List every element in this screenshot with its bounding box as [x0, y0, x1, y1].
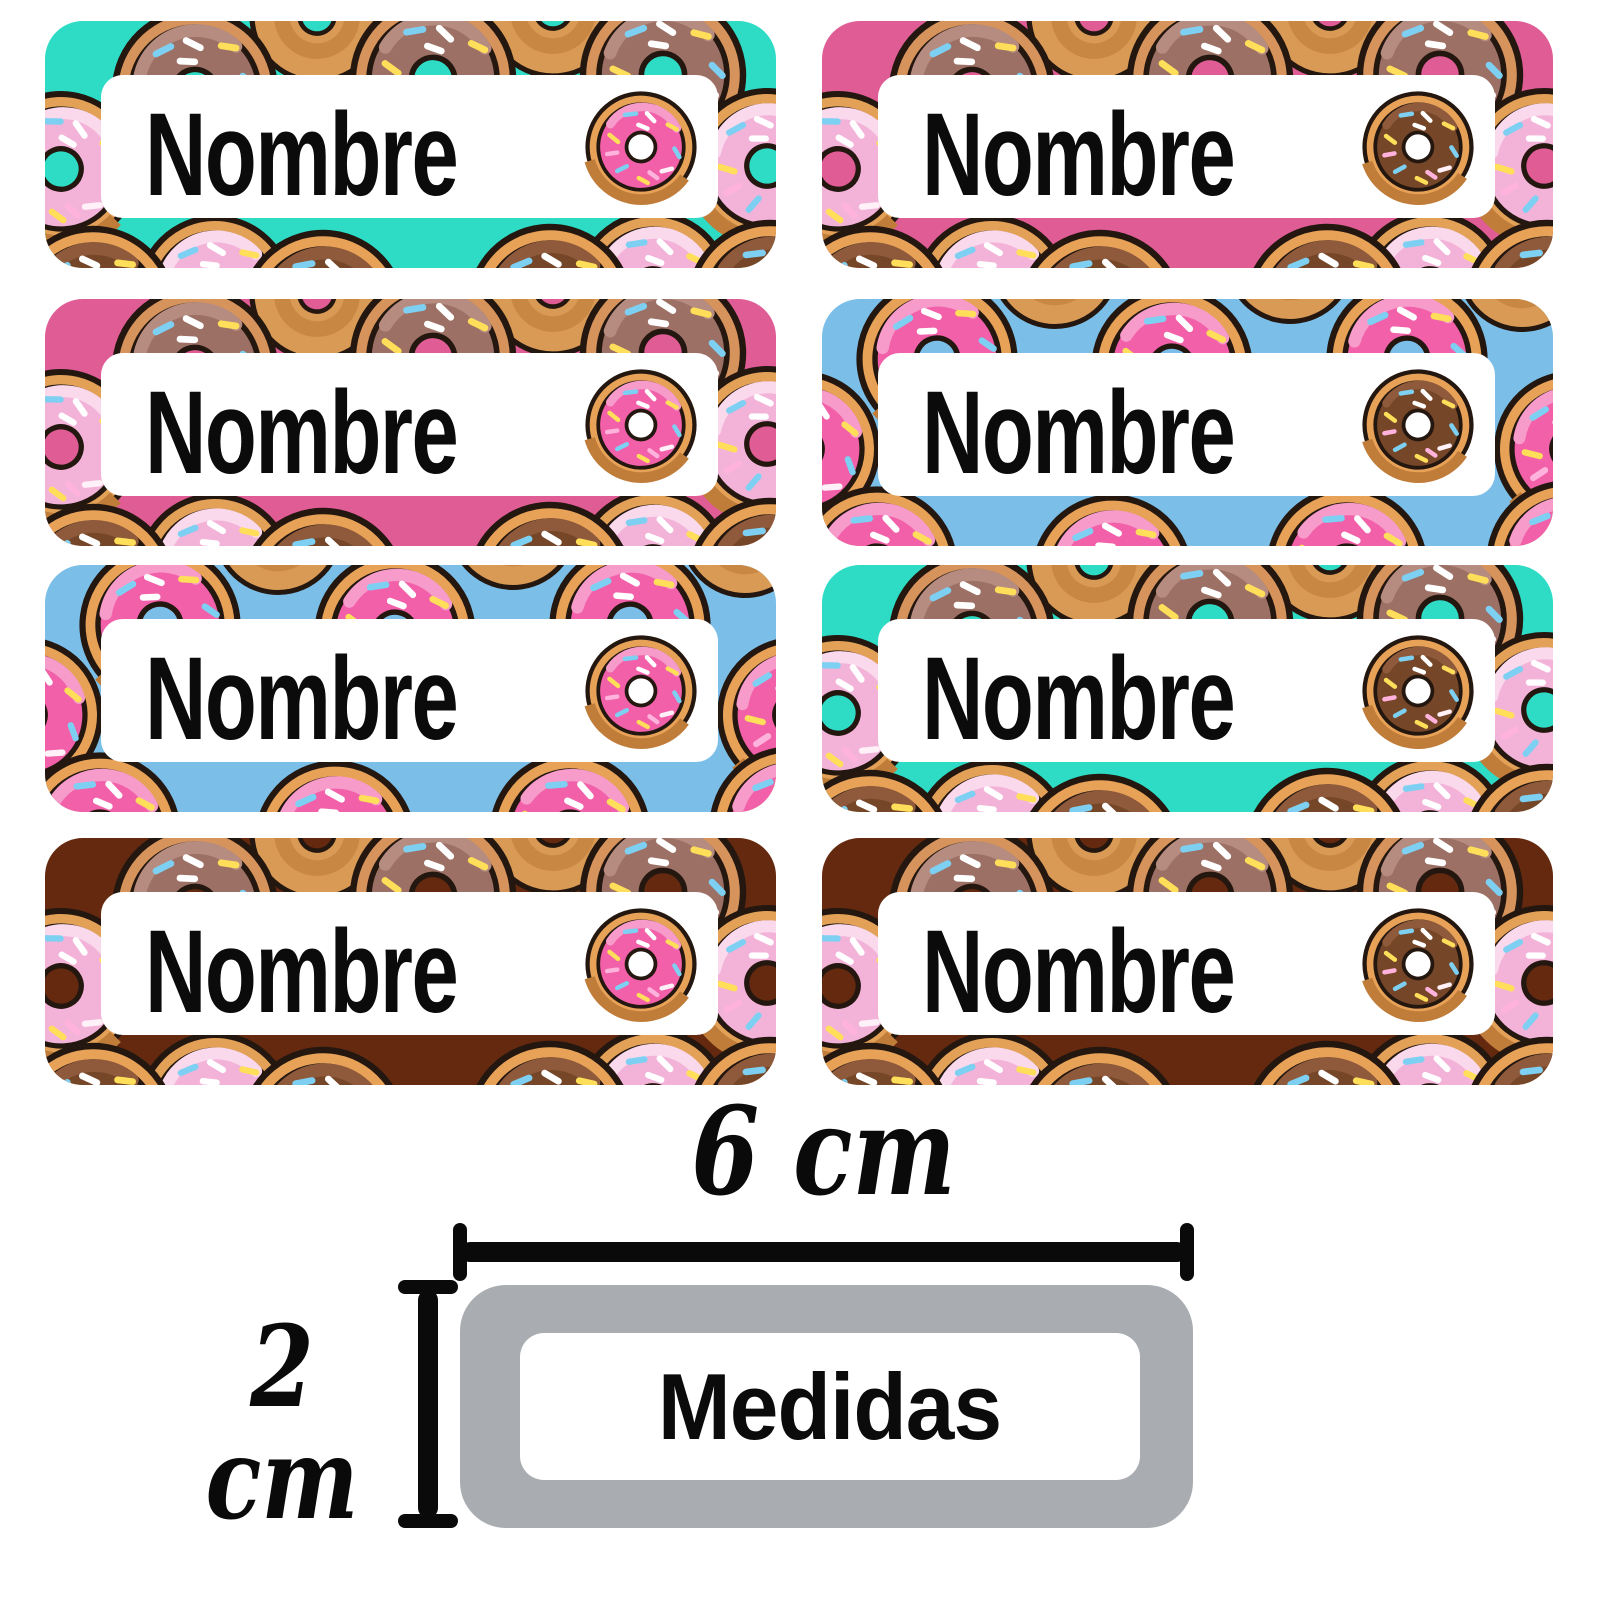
- label-size-inner-box: Medidas: [520, 1333, 1140, 1480]
- name-field: Nombre: [101, 353, 718, 496]
- medidas-text: Medidas: [658, 1353, 1002, 1459]
- width-measure-right-cap: [1180, 1223, 1194, 1281]
- height-measure-top-cap: [398, 1280, 458, 1294]
- name-label-brown-mixed: Nombre: [45, 838, 776, 1085]
- name-label-pink-mixed: Nombre: [45, 299, 776, 546]
- height-dimension-label: 2 cm: [205, 1302, 359, 1545]
- width-measure-line: [460, 1242, 1187, 1262]
- name-placeholder-text: Nombre: [922, 366, 1236, 499]
- name-label-blue-pink-donuts: Nombre: [45, 565, 776, 812]
- pink-frosted-donut-icon: [579, 363, 703, 487]
- chocolate-donut-icon: [1356, 902, 1480, 1026]
- chocolate-donut-icon: [1356, 85, 1480, 209]
- name-label-blue-pink-donuts: Nombre: [822, 299, 1553, 546]
- height-measure-bottom-cap: [398, 1514, 458, 1528]
- name-field: Nombre: [878, 353, 1495, 496]
- name-field: Nombre: [101, 619, 718, 762]
- pink-frosted-donut-icon: [579, 85, 703, 209]
- name-placeholder-text: Nombre: [922, 88, 1236, 221]
- pink-frosted-donut-icon: [579, 902, 703, 1026]
- name-label-brown-mixed: Nombre: [822, 838, 1553, 1085]
- name-placeholder-text: Nombre: [922, 905, 1236, 1038]
- name-placeholder-text: Nombre: [145, 632, 459, 765]
- name-field: Nombre: [878, 892, 1495, 1035]
- name-label-pink-mixed: Nombre: [822, 21, 1553, 268]
- name-placeholder-text: Nombre: [922, 632, 1236, 765]
- chocolate-donut-icon: [1356, 629, 1480, 753]
- name-label-teal-mixed: Nombre: [822, 565, 1553, 812]
- name-label-teal-mixed: Nombre: [45, 21, 776, 268]
- width-dimension-label: 6 cm: [691, 1079, 956, 1223]
- width-measure-left-cap: [453, 1223, 467, 1281]
- label-size-sample-box: Medidas: [460, 1285, 1193, 1528]
- name-field: Nombre: [878, 619, 1495, 762]
- name-placeholder-text: Nombre: [145, 366, 459, 499]
- name-placeholder-text: Nombre: [145, 88, 459, 221]
- chocolate-donut-icon: [1356, 363, 1480, 487]
- name-placeholder-text: Nombre: [145, 905, 459, 1038]
- name-field: Nombre: [878, 75, 1495, 218]
- name-field: Nombre: [101, 75, 718, 218]
- pink-frosted-donut-icon: [579, 629, 703, 753]
- name-field: Nombre: [101, 892, 718, 1035]
- height-measure-line: [418, 1290, 438, 1518]
